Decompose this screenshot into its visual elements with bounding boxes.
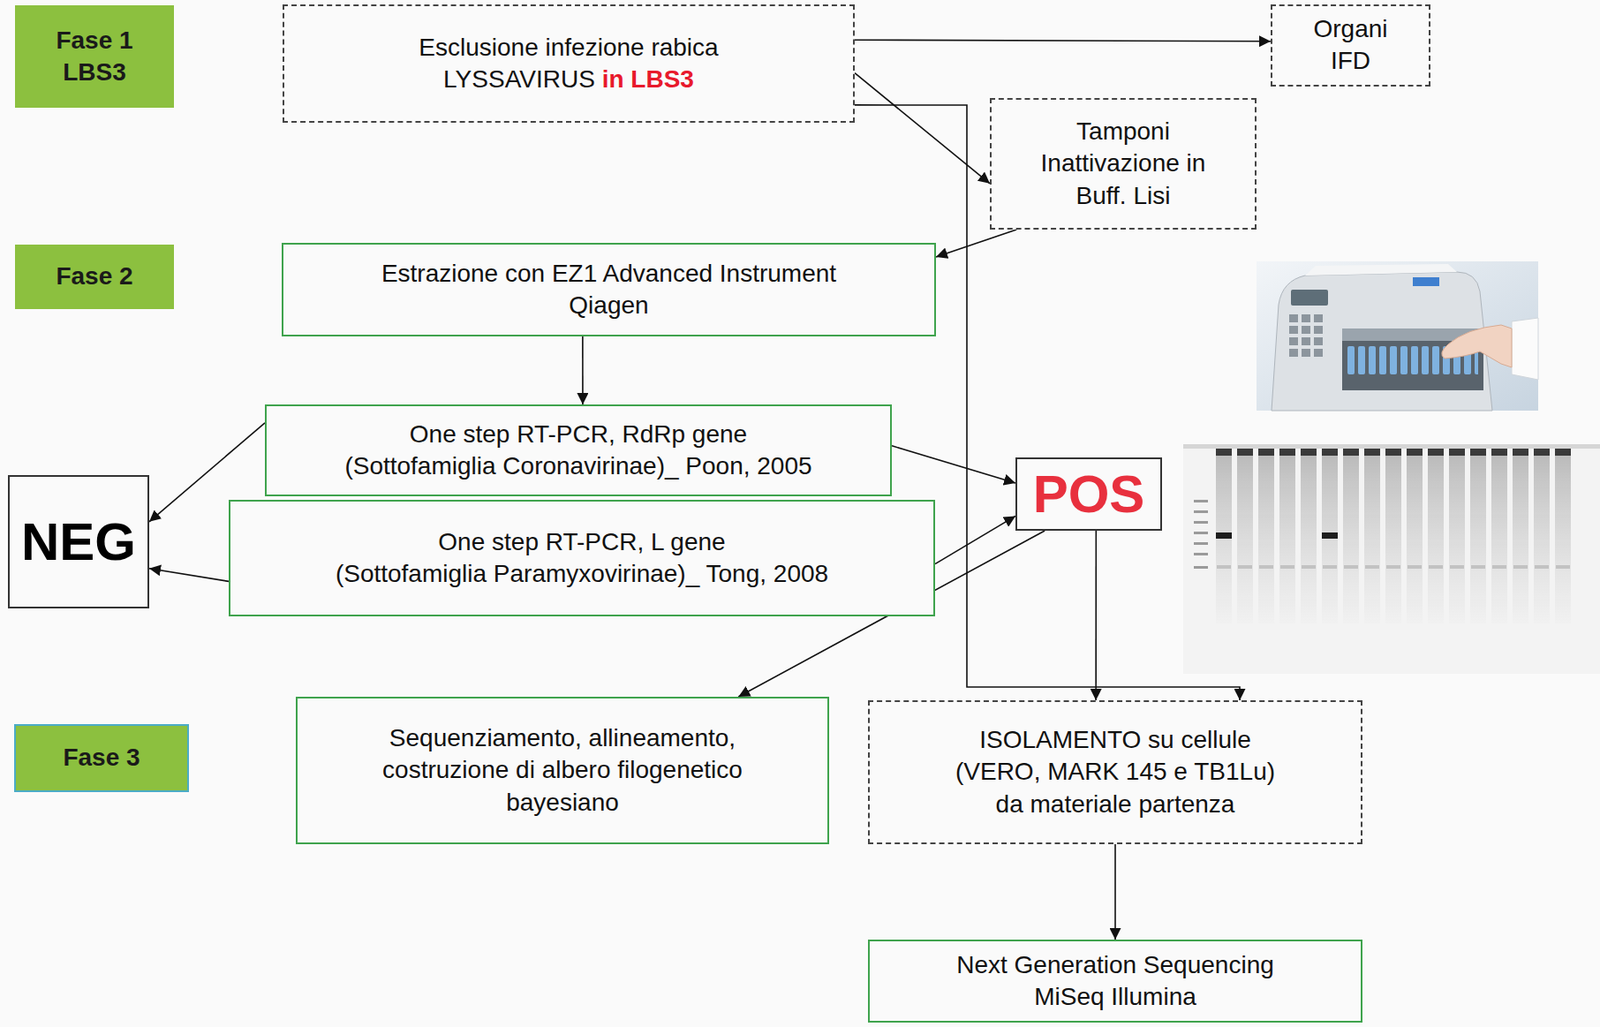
sleeve	[1511, 317, 1539, 380]
text-wrap: Estrazione con EZ1 Advanced Instrument Q…	[357, 257, 861, 323]
instrument-photo	[1256, 261, 1539, 411]
box-text: Next Generation Sequencing MiSeq Illumin…	[938, 949, 1292, 1014]
dashed-step-box: ISOLAMENTO su cellule (VERO, MARK 145 e …	[867, 700, 1363, 845]
box-text: NEG	[21, 513, 136, 572]
flow-arrow	[1094, 530, 1097, 701]
box-text: POS	[1033, 465, 1146, 524]
flow-arrow	[1114, 844, 1117, 940]
flow-arrow	[854, 39, 1271, 42]
text-wrap: Next Generation Sequencing MiSeq Illumin…	[938, 949, 1292, 1014]
box-text: One step RT-PCR, RdRp gene	[344, 418, 812, 451]
box-text: Sequenziamento, allineamento, costruzion…	[350, 722, 775, 819]
text-wrap: POS	[1033, 465, 1146, 524]
instrument-display	[1290, 289, 1329, 306]
flow-arrow	[149, 568, 229, 582]
gel-band	[1215, 532, 1232, 539]
text-wrap: One step RT-PCR, RdRp gene(Sottofamiglia…	[344, 418, 812, 484]
top-rack	[1412, 277, 1440, 287]
highlight-text: in LBS3	[602, 65, 695, 93]
hand	[1441, 324, 1512, 368]
box-text: ISOLAMENTO su cellule (VERO, MARK 145 e …	[946, 724, 1284, 821]
positive-result-box: POS	[1015, 457, 1163, 531]
flow-arrow	[854, 73, 990, 184]
flow-arrow	[891, 445, 1016, 484]
box-text: Fase 3	[62, 741, 140, 774]
text-wrap: One step RT-PCR, L gene(Sottofamiglia Pa…	[335, 526, 829, 591]
phase-label: Fase 1 LBS3	[15, 5, 174, 108]
dashed-step-box: Esclusione infezione rabica LYSSAVIRUSin…	[282, 4, 855, 123]
photo-background	[1256, 261, 1539, 411]
text-wrap: Organi IFD	[1302, 13, 1400, 78]
text-wrap: ISOLAMENTO su cellule (VERO, MARK 145 e …	[946, 724, 1284, 821]
box-text: Tamponi Inattivazione in Buff. Lisi	[1039, 115, 1208, 212]
flow-arrow	[935, 229, 1017, 257]
text-wrap: NEG	[21, 513, 136, 572]
gel-ladder	[1193, 499, 1208, 569]
process-box: One step RT-PCR, L gene(Sottofamiglia Pa…	[228, 499, 936, 617]
process-box: Sequenziamento, allineamento, costruzion…	[295, 696, 830, 845]
gel-lanes	[1215, 444, 1577, 674]
phase-label: Fase 3	[14, 724, 189, 793]
process-box: Next Generation Sequencing MiSeq Illumin…	[867, 939, 1363, 1023]
process-box: One step RT-PCR, RdRp gene(Sottofamiglia…	[264, 404, 892, 497]
gel-background	[1183, 444, 1600, 674]
box-text: Fase 1 LBS3	[45, 24, 144, 90]
phase-label: Fase 2	[15, 244, 174, 310]
text-wrap: Tamponi Inattivazione in Buff. Lisi	[1039, 115, 1208, 212]
dashed-step-box: Organi IFD	[1270, 4, 1431, 87]
box-text: (Sottofamiglia Paramyxovirinae)_ Tong, 2…	[335, 558, 829, 590]
text-wrap: Fase 2	[55, 260, 133, 293]
text-wrap: Esclusione infezione rabica LYSSAVIRUSin…	[369, 31, 768, 97]
text-wrap: Fase 1 LBS3	[45, 24, 144, 90]
box-text: Fase 2	[55, 260, 133, 293]
flow-arrow	[935, 515, 1016, 564]
box-text: (Sottofamiglia Coronavirinae)_ Poon, 200…	[344, 450, 812, 483]
negative-result-box: NEG	[7, 475, 150, 609]
instrument-keypad	[1289, 314, 1323, 357]
instrument-top	[1305, 264, 1457, 276]
box-text: Estrazione con EZ1 Advanced Instrument Q…	[357, 257, 861, 323]
flow-arrow	[581, 336, 584, 405]
dashed-step-box: Tamponi Inattivazione in Buff. Lisi	[989, 98, 1257, 230]
box-text: Organi IFD	[1302, 13, 1400, 78]
box-text: One step RT-PCR, L gene	[335, 526, 829, 559]
process-box: Estrazione con EZ1 Advanced Instrument Q…	[281, 242, 936, 337]
gel-band	[1321, 532, 1338, 539]
text-wrap: Fase 3	[62, 741, 140, 774]
gel-image	[1183, 444, 1600, 674]
text-wrap: Sequenziamento, allineamento, costruzion…	[350, 722, 775, 819]
